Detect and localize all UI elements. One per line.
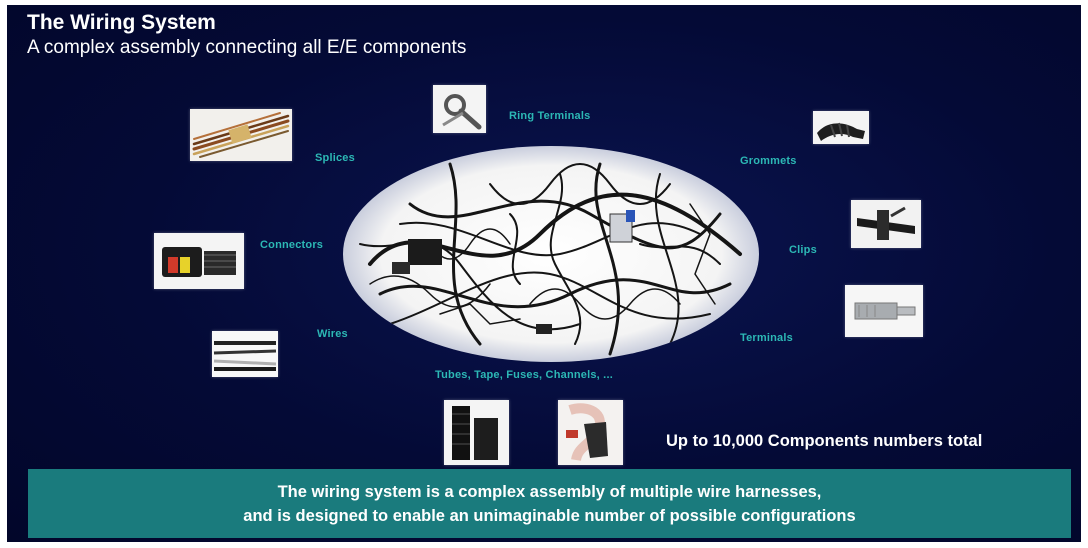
clips-label: Clips (789, 244, 817, 256)
banner-line-2: and is designed to enable an unimaginabl… (243, 507, 856, 525)
wiring-harness-photo (340, 144, 762, 364)
terminal-photo (845, 285, 923, 337)
ring-terminal-photo (433, 85, 486, 133)
clip-photo (851, 200, 921, 248)
banner-line-1: The wiring system is a complex assembly … (277, 483, 822, 501)
splices-photo (190, 109, 292, 161)
wires-label: Wires (317, 328, 348, 340)
grommets-label: Grommets (740, 155, 797, 167)
tube-photo (444, 400, 509, 465)
slide-title: The Wiring System (27, 11, 216, 34)
slide: The Wiring System A complex assembly con… (7, 5, 1081, 542)
summary-banner: The wiring system is a complex assembly … (28, 469, 1071, 538)
connectors-label: Connectors (260, 239, 324, 251)
tubes-label: Tubes, Tape, Fuses, Channels, ... (435, 369, 613, 381)
slide-subtitle: A complex assembly connecting all E/E co… (27, 37, 467, 58)
connector-photo (154, 233, 244, 289)
terminals-label: Terminals (740, 332, 793, 344)
splices-label: Splices (315, 152, 355, 164)
wires-photo (212, 331, 278, 377)
ring-terminals-label: Ring Terminals (509, 110, 591, 122)
total-components-text: Up to 10,000 Components numbers total (666, 432, 983, 450)
tape-photo (558, 400, 623, 465)
grommet-photo (813, 111, 869, 144)
